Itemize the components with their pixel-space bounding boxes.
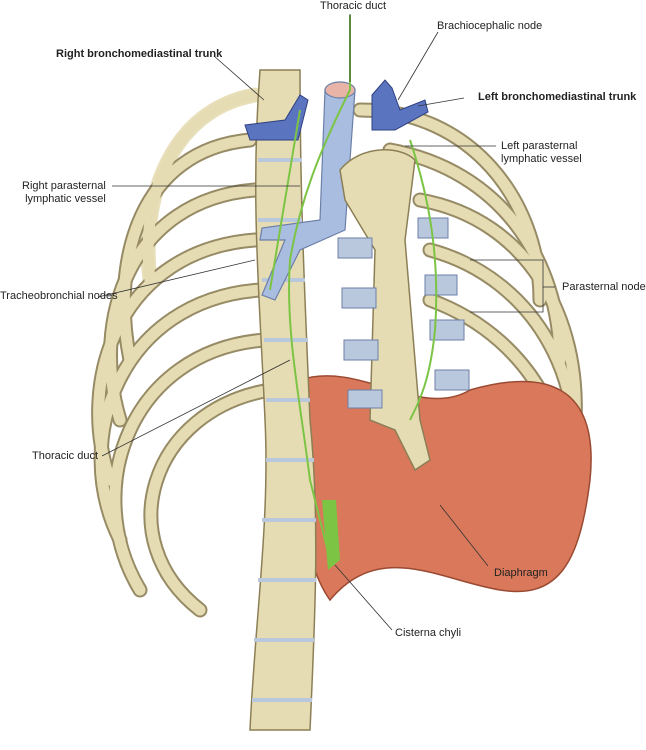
veins: [244, 79, 429, 141]
label-cisterna-chyli: Cisterna chyli: [395, 627, 462, 639]
label-right-bronchomediastinal-trunk: Right bronchomediastinal trunk: [56, 48, 223, 60]
label-line: Right parasternal: [22, 180, 106, 192]
label-diaphragm: Diaphragm: [494, 567, 548, 579]
lymphatic-vessels: [269, 15, 438, 561]
label-line: Left parasternal: [501, 140, 578, 152]
cisterna-chyli: [322, 500, 340, 570]
label-parasternal-nodes: Parasternal nodes: [562, 281, 646, 293]
leader-lines: [97, 14, 555, 631]
label-line: lymphatic vessel: [501, 153, 582, 165]
label-line: lymphatic vessel: [25, 193, 106, 205]
diaphragm-muscle: [295, 375, 592, 602]
sternum: [339, 149, 431, 472]
label-left-bronchomediastinal-trunk: Left bronchomediastinal trunk: [478, 91, 637, 103]
label-tracheobronchial-nodes: Tracheobronchial nodes: [0, 290, 118, 302]
label-brachiocephalic-node: Brachiocephalic node: [437, 20, 543, 32]
label-thoracic-duct-top: Thoracic duct: [320, 0, 387, 12]
costal-cartilages: [337, 217, 470, 409]
spine: [249, 69, 317, 731]
label-thoracic-duct-lower: Thoracic duct: [32, 450, 99, 462]
